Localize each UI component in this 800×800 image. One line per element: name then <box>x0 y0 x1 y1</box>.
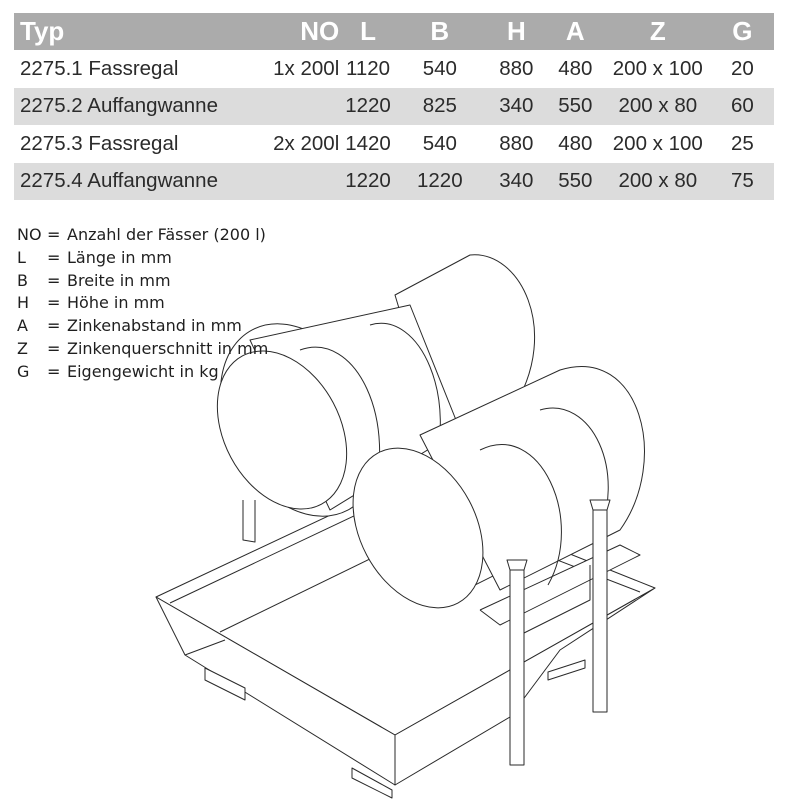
cell-typ: 2275.4 Auffangwanne <box>14 162 252 200</box>
legend-key: Z <box>17 338 28 358</box>
spec-table: Typ NO L B H A Z G 2275.1 Fassregal 1x 2… <box>14 13 774 200</box>
cell-z: 200 x 80 <box>604 162 711 200</box>
cell-a: 480 <box>558 56 593 80</box>
cell-g: 20 <box>731 56 754 80</box>
cell-a: 550 <box>545 162 605 200</box>
cell-g: 60 <box>710 87 774 125</box>
cell-g: 25 <box>731 131 754 155</box>
legend-equals: = <box>47 270 61 290</box>
header-a: A <box>545 13 605 50</box>
cell-l: 1220 <box>343 87 393 125</box>
header-g: G <box>710 13 774 50</box>
legend-equals: = <box>47 225 61 244</box>
header-l: L <box>343 13 393 50</box>
legend: NO = Anzahl der Fässer (200 l) L = Länge… <box>17 224 268 384</box>
legend-key: H <box>17 293 30 313</box>
header-h: H <box>486 13 546 50</box>
header-no: NO <box>251 13 344 50</box>
legend-equals: = <box>47 247 61 267</box>
legend-key: L <box>17 247 26 267</box>
legend-equals: = <box>47 338 61 358</box>
legend-text: Höhe in mm <box>67 293 165 313</box>
legend-text: Länge in mm <box>67 247 172 267</box>
table-row: 2275.3 Fassregal 2x 200l 1420 540 880 48… <box>14 125 774 163</box>
legend-text: Anzahl der Fässer (200 l) <box>67 225 266 244</box>
legend-text: Zinkenquerschnitt in mm <box>67 338 269 358</box>
legend-item: Z = Zinkenquerschnitt in mm <box>17 338 268 361</box>
cell-l: 1420 <box>345 131 391 155</box>
cell-h: 880 <box>499 56 534 80</box>
legend-item: NO = Anzahl der Fässer (200 l) <box>17 224 268 247</box>
table-row: 2275.2 Auffangwanne 1220 825 340 550 200… <box>14 87 774 125</box>
legend-item: L = Länge in mm <box>17 247 268 270</box>
header-b: B <box>392 13 487 50</box>
cell-h: 880 <box>499 131 534 155</box>
cell-no <box>251 87 344 125</box>
legend-item: B = Breite in mm <box>17 270 268 293</box>
cell-z: 200 x 100 <box>612 56 703 80</box>
legend-text: Eigengewicht in kg <box>67 361 219 381</box>
cell-h: 340 <box>486 87 546 125</box>
cell-a: 480 <box>558 131 593 155</box>
header-z: Z <box>604 13 711 50</box>
cell-typ: 2275.2 Auffangwanne <box>14 87 252 125</box>
cell-b: 540 <box>422 56 457 80</box>
cell-b: 825 <box>392 87 487 125</box>
table-row: 2275.4 Auffangwanne 1220 1220 340 550 20… <box>14 162 774 200</box>
cell-z: 200 x 100 <box>612 131 703 155</box>
cell-b: 1220 <box>392 162 487 200</box>
cell-z: 200 x 80 <box>604 87 711 125</box>
legend-text: Zinkenabstand in mm <box>67 316 242 336</box>
legend-key: NO <box>17 225 42 244</box>
legend-text: Breite in mm <box>67 270 171 290</box>
cell-typ: 2275.1 Fassregal <box>20 56 179 80</box>
cell-a: 550 <box>545 87 605 125</box>
header-typ: Typ <box>14 13 252 50</box>
cell-no: 2x 200l <box>273 131 340 155</box>
legend-key: B <box>17 270 28 290</box>
legend-key: G <box>17 361 30 381</box>
table-header-row: Typ NO L B H A Z G <box>14 13 774 50</box>
legend-equals: = <box>47 361 61 381</box>
legend-equals: = <box>47 316 61 336</box>
legend-equals: = <box>47 293 61 313</box>
legend-item: H = Höhe in mm <box>17 292 268 315</box>
legend-item: A = Zinkenabstand in mm <box>17 315 268 338</box>
cell-no <box>251 162 344 200</box>
legend-item: G = Eigengewicht in kg <box>17 361 268 384</box>
cell-no: 1x 200l <box>273 56 340 80</box>
cell-b: 540 <box>422 131 457 155</box>
cell-typ: 2275.3 Fassregal <box>20 131 179 155</box>
cell-g: 75 <box>710 162 774 200</box>
legend-key: A <box>17 316 28 336</box>
cell-l: 1120 <box>345 56 391 80</box>
cell-h: 340 <box>486 162 546 200</box>
cell-l: 1220 <box>343 162 393 200</box>
table-row: 2275.1 Fassregal 1x 200l 1120 540 880 48… <box>14 50 774 88</box>
